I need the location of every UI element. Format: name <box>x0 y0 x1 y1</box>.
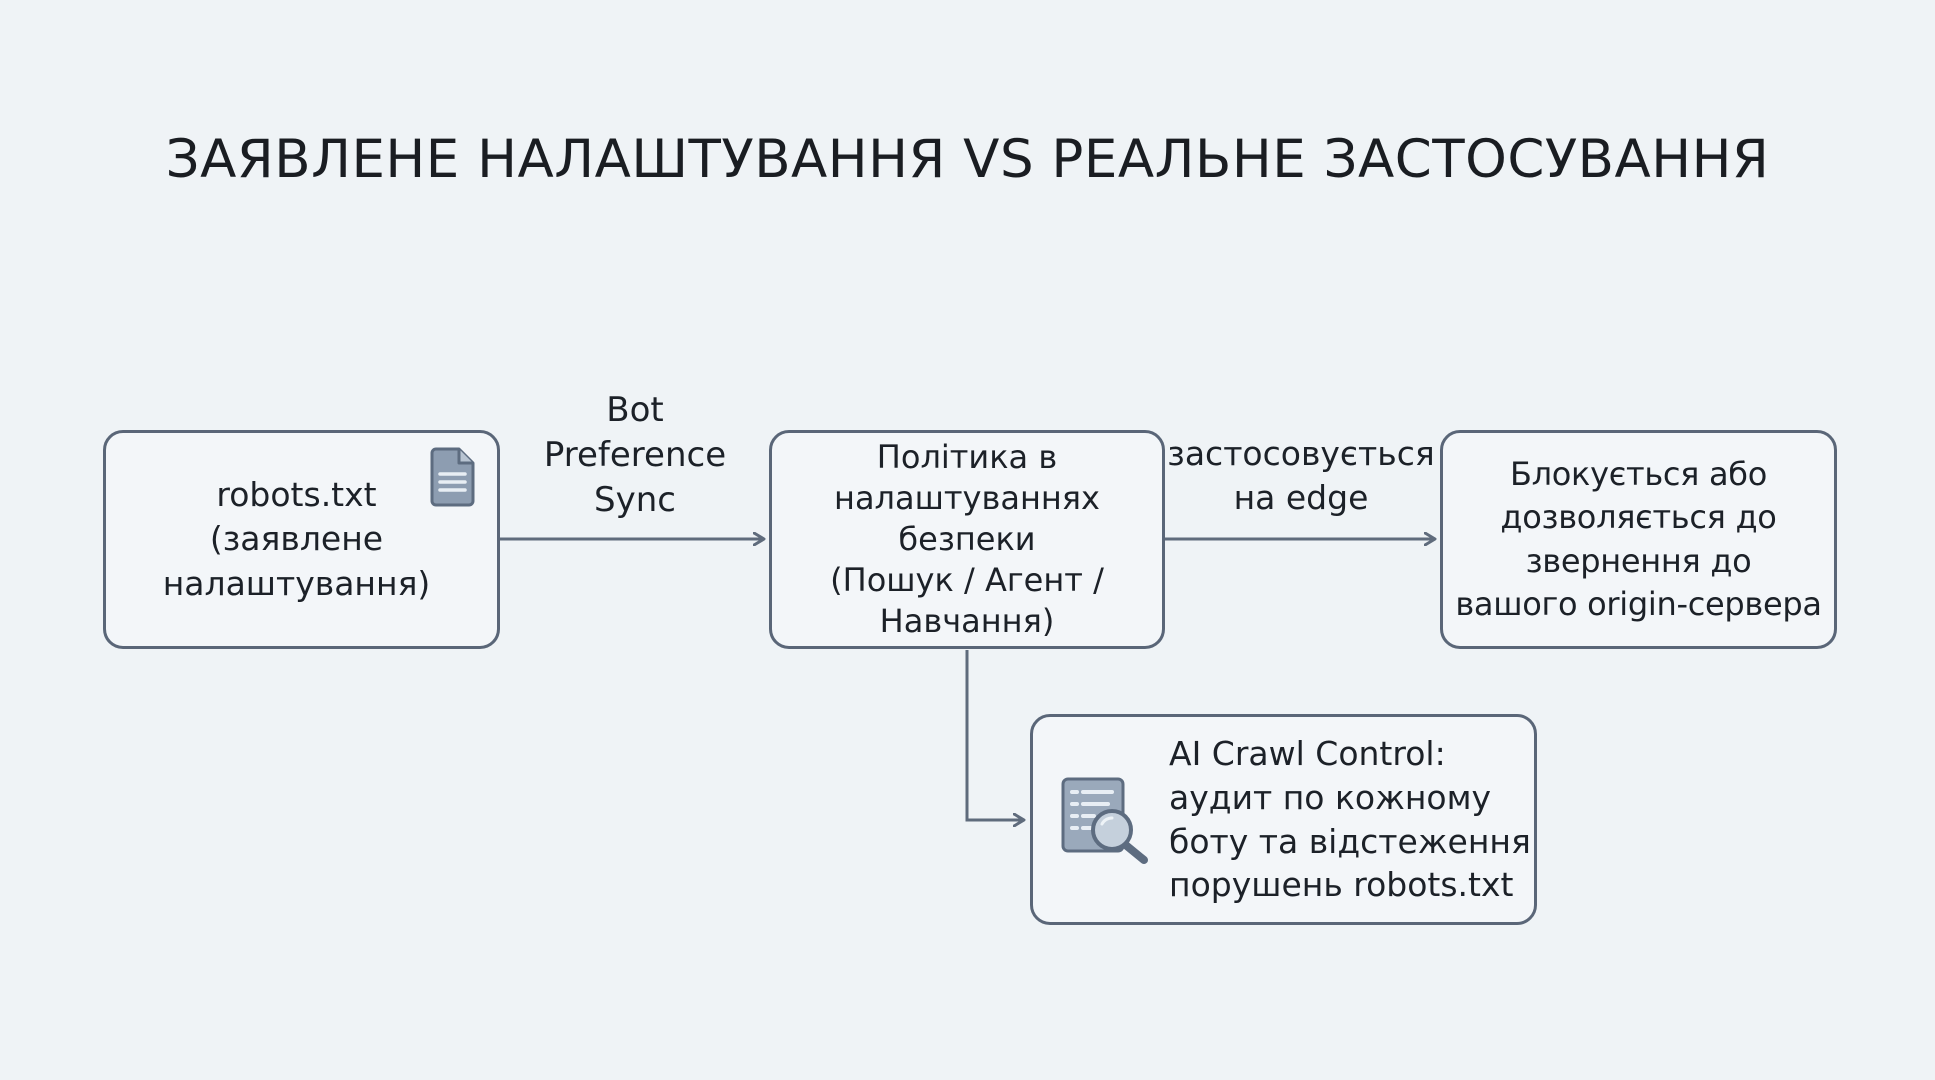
document-icon <box>430 447 475 507</box>
arrow-policy-to-audit <box>965 650 1024 820</box>
node-block-or-allow-label: Блокується або дозволяється до звернення… <box>1455 455 1822 623</box>
node-robots-txt: robots.txt (заявлене налаштування) <box>103 430 500 649</box>
diagram-title: ЗАЯВЛЕНЕ НАЛАШТУВАННЯ VS РЕАЛЬНЕ ЗАСТОСУ… <box>165 129 1770 190</box>
node-ai-crawl-control-label: AI Crawl Control: аудит по кожному боту … <box>1169 733 1531 905</box>
node-block-or-allow: Блокується або дозволяється до звернення… <box>1440 430 1837 649</box>
node-robots-txt-label: robots.txt (заявлене налаштування) <box>162 474 431 603</box>
edge-label-applied-at-edge: застосовується на edge <box>1167 434 1435 517</box>
edge-label-bot-preference-sync: Bot Preference Sync <box>543 390 727 520</box>
node-security-policy: Політика в налаштуваннях безпеки (Пошук … <box>769 430 1165 649</box>
audit-search-icon <box>1061 777 1148 864</box>
node-security-policy-label: Політика в налаштуваннях безпеки (Пошук … <box>830 438 1104 640</box>
